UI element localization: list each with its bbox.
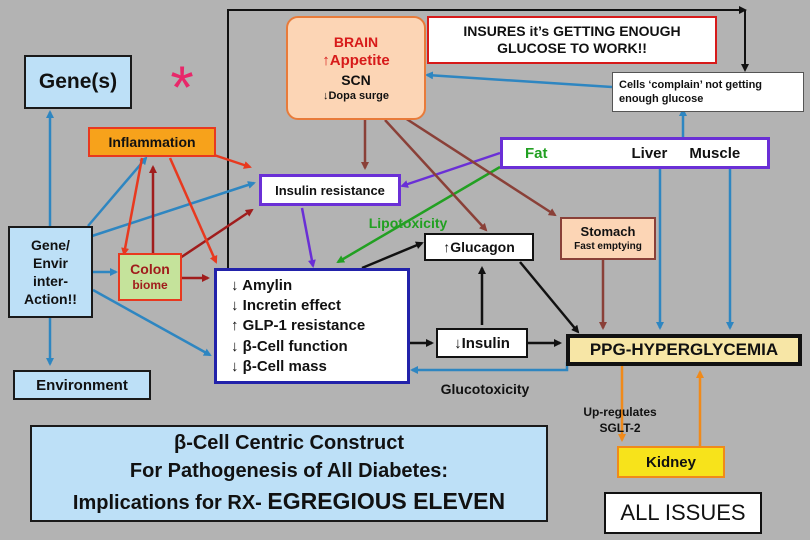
arrow-ge-to-inflammation [87, 156, 148, 227]
arrow-defects-to-glucagon [361, 241, 424, 270]
gene-envir-line2: Envir [32, 254, 68, 271]
all-issues-label: ALL ISSUES [620, 500, 746, 525]
insures-line2: GLUCOSE TO WORK!! [497, 40, 647, 56]
title-line3-emphasis: EGREGIOUS ELEVEN [267, 488, 506, 515]
insures-node: INSURES it’s GETTING ENOUGH GLUCOSE TO W… [427, 16, 717, 64]
inflammation-label: Inflammation [108, 134, 196, 150]
ppg-hyperglycemia-node: PPG-HYPERGLYCEMIA [566, 334, 802, 366]
all-issues-node: ALL ISSUES [604, 492, 762, 534]
fat-label: Fat [525, 144, 548, 162]
gene-envir-line1: Gene/ [31, 236, 70, 253]
ppg-label: PPG-HYPERGLYCEMIA [589, 340, 779, 359]
genes-node: Gene(s) [24, 55, 132, 109]
defect-item-incretin: ↓ Incretin effect [231, 297, 342, 315]
title-line2: For Pathogenesis of All Diabetes: [129, 460, 449, 483]
construct-title-box: β-Cell Centric Construct For Pathogenesi… [30, 425, 548, 522]
arrow-cells-to-brain [425, 71, 613, 89]
glucotoxicity-text: Glucotoxicity [440, 381, 530, 397]
brain-dopa: ↓Dopa surge [322, 89, 389, 102]
title-line3: Implications for RX- EGREGIOUS ELEVEN [73, 485, 505, 517]
defect-item-amylin: ↓ Amylin [231, 276, 293, 294]
colon-biome-node: Colon biome [118, 253, 182, 301]
colon-line1: Colon [130, 260, 170, 277]
defect-item-beta-function: ↓ β-Cell function [231, 337, 348, 355]
brain-node: BRAIN ↑Appetite SCN ↓Dopa surge [286, 16, 426, 120]
arrow-top-loop [227, 6, 747, 380]
muscle-label: Muscle [689, 144, 741, 162]
glucotoxicity-label: Glucotoxicity [428, 378, 542, 400]
lipotoxicity-label: Lipotoxicity [356, 212, 460, 234]
sglt2-line1: Up-regulates [583, 405, 657, 420]
gene-envir-line3: inter- [33, 273, 68, 289]
arrow-brain-to-stomach [404, 116, 557, 217]
arrow-ge-to-defects [92, 288, 212, 357]
cells-complain-line2: enough glucose [619, 93, 704, 105]
arrow-inflam-to-colon [121, 157, 144, 256]
brain-title: BRAIN [333, 33, 379, 50]
arrow-insres-to-defects [300, 207, 316, 268]
arrow-fat-lipotoxicity [336, 165, 501, 264]
glucagon-node: ↑Glucagon [424, 233, 534, 261]
gene-envir-node: Gene/ Envir inter- Action!! [8, 226, 93, 318]
inflammation-node: Inflammation [88, 127, 216, 157]
title-line1: β-Cell Centric Construct [173, 432, 404, 455]
arrow-glucotoxicity [410, 362, 569, 374]
gene-envir-line4: Action!! [24, 291, 77, 308]
brain-appetite: ↑Appetite [322, 52, 390, 70]
arrow-brain-to-glucagon [384, 119, 488, 232]
kidney-node: Kidney [617, 446, 725, 478]
environment-node: Environment [13, 370, 151, 400]
colon-line2: biome [132, 278, 168, 293]
arrow-colon-to-insres [179, 208, 254, 260]
insulin-resistance-node: Insulin resistance [259, 174, 401, 206]
glucagon-label: ↑Glucagon [443, 239, 515, 255]
environment-label: Environment [36, 376, 128, 394]
defect-item-glp1: ↑ GLP-1 resistance [231, 317, 366, 335]
kidney-label: Kidney [645, 453, 696, 471]
arrow-glucagon-to-ppg [519, 261, 580, 334]
cells-complain-node: Cells ‘complain’ not getting enough gluc… [612, 72, 804, 112]
insulin-resistance-label: Insulin resistance [275, 182, 385, 198]
insulin-label: ↓Insulin [454, 334, 510, 352]
beta-cell-defects-node: ↓ Amylin ↓ Incretin effect ↑ GLP-1 resis… [214, 268, 410, 384]
fat-liver-muscle-node: Fat Liver Muscle [500, 137, 770, 169]
genes-label: Gene(s) [38, 70, 118, 93]
sglt2-line2: SGLT-2 [599, 421, 641, 435]
arrow-inflam-to-defects [168, 157, 218, 264]
asterisk-label: * [170, 53, 194, 121]
lipotoxicity-text: Lipotoxicity [368, 215, 448, 231]
arrow-fat-to-insres [400, 151, 501, 188]
arrow-ge-to-insres [91, 181, 256, 238]
brain-scn: SCN [341, 71, 371, 88]
insulin-node: ↓Insulin [436, 328, 528, 358]
stomach-line2: Fast emptying [574, 241, 642, 253]
sglt2-label: Up-regulates SGLT-2 [570, 404, 670, 438]
asterisk-mark: * [160, 54, 204, 121]
defect-item-beta-mass: ↓ β-Cell mass [231, 358, 327, 376]
insures-line1: INSURES it’s GETTING ENOUGH [463, 22, 681, 39]
stomach-node: Stomach Fast emptying [560, 217, 656, 260]
cells-complain-line1: Cells ‘complain’ not getting [619, 78, 763, 91]
title-line3-prefix: Implications for RX- [72, 492, 268, 515]
liver-label: Liver [631, 144, 668, 162]
stomach-line1: Stomach [580, 223, 636, 239]
